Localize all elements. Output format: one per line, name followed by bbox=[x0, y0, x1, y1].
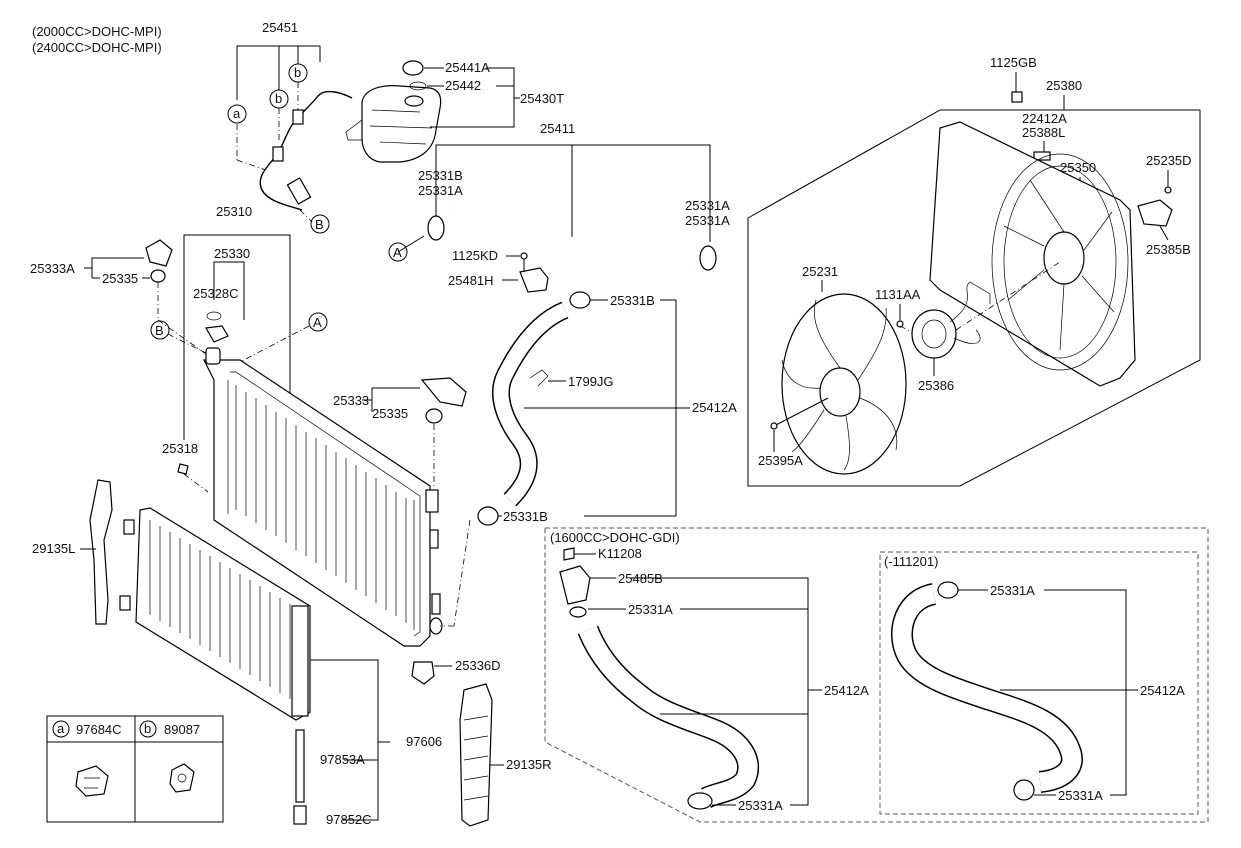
part-label-25451[interactable]: 25451 bbox=[262, 20, 298, 35]
gdi-label-25331A-bottom[interactable]: 25331A bbox=[738, 798, 783, 813]
callout-B-2: B bbox=[155, 323, 164, 338]
fan-motor-icon[interactable] bbox=[911, 309, 957, 359]
clip-97684C-icon[interactable] bbox=[75, 765, 109, 797]
engine-variant-line-1: (2000CC>DOHC-MPI) bbox=[32, 24, 162, 39]
part-label-25331B-mid[interactable]: 25331B bbox=[610, 293, 655, 308]
part-label-25235D[interactable]: 25235D bbox=[1146, 153, 1192, 168]
hose-fitting-icon[interactable] bbox=[559, 565, 591, 605]
dryer-tube-icon[interactable] bbox=[295, 729, 305, 803]
part-label-25411[interactable]: 25411 bbox=[540, 121, 575, 136]
part-label-25481H[interactable]: 25481H bbox=[448, 273, 494, 288]
radiator-label-group: 25310 25330 25328C 25333A 25335 B A 2531… bbox=[30, 204, 328, 493]
legend-a-letter: a bbox=[57, 721, 65, 736]
callout-b-1: b bbox=[275, 91, 282, 106]
overflow-hose-group: 25451 a b b B bbox=[227, 20, 353, 234]
part-label-25388L[interactable]: 25388L bbox=[1022, 125, 1065, 140]
air-guard-right[interactable]: 29135R bbox=[459, 683, 552, 827]
legend-a-part[interactable]: 97684C bbox=[76, 722, 122, 737]
lower-hose-main: 25331B 25331B 25412A 1799JG bbox=[440, 291, 737, 627]
gdi-label-25412A[interactable]: 25412A bbox=[824, 683, 869, 698]
part-label-25412A-main[interactable]: 25412A bbox=[692, 400, 737, 415]
part-label-25386[interactable]: 25386 bbox=[918, 378, 954, 393]
sub-box-title: (-111201) bbox=[884, 554, 938, 569]
part-label-25331B-lower[interactable]: 25331B bbox=[503, 509, 548, 524]
part-label-97852C[interactable]: 97852C bbox=[326, 812, 372, 827]
part-label-25430T[interactable]: 25430T bbox=[520, 91, 564, 106]
upper-hose-group: 25411 25331B 25331A 25331A 25331A A 1125… bbox=[388, 121, 730, 293]
fan-shroud-box: 1125GB 25380 22412A 25388L 25350 25235D … bbox=[747, 55, 1201, 487]
gdi-variant-box: (1600CC>DOHC-GDI) K11208 25485B 25331A 2… bbox=[544, 527, 1209, 823]
part-label-25318[interactable]: 25318 bbox=[162, 441, 198, 456]
gdi-box-title: (1600CC>DOHC-GDI) bbox=[550, 530, 680, 545]
part-label-1131AA[interactable]: 1131AA bbox=[875, 287, 921, 302]
part-label-25331A-upper[interactable]: 25331A bbox=[418, 183, 463, 198]
part-label-25333A[interactable]: 25333A bbox=[30, 261, 75, 276]
part-label-25333[interactable]: 25333 bbox=[333, 393, 369, 408]
part-label-1125GB[interactable]: 1125GB bbox=[990, 55, 1037, 70]
part-label-25310[interactable]: 25310 bbox=[216, 204, 252, 219]
callout-b-2: b bbox=[294, 65, 301, 80]
reservoir-cap-icon[interactable] bbox=[402, 60, 424, 76]
part-label-25385B[interactable]: 25385B bbox=[1146, 242, 1191, 257]
part-label-29135R[interactable]: 29135R bbox=[506, 757, 552, 772]
part-label-25335-lower[interactable]: 25335 bbox=[372, 406, 408, 421]
part-label-25330[interactable]: 25330 bbox=[214, 246, 250, 261]
part-label-25331A-right-1[interactable]: 25331A bbox=[685, 198, 730, 213]
gdi-label-25331A-top[interactable]: 25331A bbox=[628, 602, 673, 617]
legend-b-letter: b bbox=[144, 721, 151, 736]
part-label-29135L[interactable]: 29135L bbox=[32, 541, 75, 556]
part-label-25331B-upper[interactable]: 25331B bbox=[418, 168, 463, 183]
part-label-25331A-right-2[interactable]: 25331A bbox=[685, 213, 730, 228]
coolant-reservoir[interactable]: 25441A 25442 25430T bbox=[345, 60, 564, 163]
dryer-cap-icon[interactable] bbox=[293, 805, 307, 825]
part-label-25395A[interactable]: 25395A bbox=[758, 453, 803, 468]
sub-label-25331A-bottom[interactable]: 25331A bbox=[1058, 788, 1103, 803]
drain-plug-25336D[interactable]: 25336D bbox=[411, 658, 501, 685]
sub-variant-box: (-111201) 25331A 25331A 25412A bbox=[879, 551, 1199, 815]
sub-label-25412A[interactable]: 25412A bbox=[1140, 683, 1185, 698]
o-ring-icon bbox=[409, 81, 427, 91]
engine-variant-line-2: (2400CC>DOHC-MPI) bbox=[32, 40, 162, 55]
part-label-25231[interactable]: 25231 bbox=[802, 264, 838, 279]
legend-b-part[interactable]: 89087 bbox=[164, 722, 200, 737]
callout-A-1: A bbox=[393, 245, 402, 260]
part-label-25328C[interactable]: 25328C bbox=[193, 286, 239, 301]
part-label-1799JG[interactable]: 1799JG bbox=[568, 374, 614, 389]
part-label-25336D[interactable]: 25336D bbox=[455, 658, 501, 673]
hose-clamp-icon bbox=[699, 245, 717, 271]
radiator[interactable]: 25333 25335 bbox=[203, 347, 467, 647]
part-label-25380[interactable]: 25380 bbox=[1046, 78, 1082, 93]
clip-89087-icon[interactable] bbox=[169, 763, 195, 793]
sub-label-25331A-top[interactable]: 25331A bbox=[990, 583, 1035, 598]
gdi-label-K11208[interactable]: K11208 bbox=[598, 546, 642, 561]
part-label-25441A[interactable]: 25441A bbox=[445, 60, 490, 75]
clip-legend-table: a 97684C b 89087 bbox=[46, 715, 224, 823]
fan-relay-connector-icon[interactable] bbox=[1137, 199, 1173, 227]
part-label-25335-upper[interactable]: 25335 bbox=[102, 271, 138, 286]
part-label-97853A[interactable]: 97853A bbox=[320, 752, 365, 767]
air-guard-left[interactable]: 29135L bbox=[32, 479, 113, 625]
callout-B-1: B bbox=[315, 217, 324, 232]
part-label-1125KD[interactable]: 1125KD bbox=[452, 248, 498, 263]
condenser-97606[interactable]: 97606 97853A 97852C bbox=[119, 507, 442, 827]
callout-A-2: A bbox=[313, 315, 322, 330]
part-label-22412A[interactable]: 22412A bbox=[1022, 111, 1067, 126]
hose-clamp-icon bbox=[427, 215, 445, 241]
radiator-fins bbox=[235, 385, 407, 623]
callout-a-circle bbox=[227, 104, 247, 124]
callout-a: a bbox=[233, 106, 241, 121]
part-label-25442[interactable]: 25442 bbox=[445, 78, 481, 93]
part-label-97606[interactable]: 97606 bbox=[406, 734, 442, 749]
part-label-25350[interactable]: 25350 bbox=[1060, 160, 1096, 175]
